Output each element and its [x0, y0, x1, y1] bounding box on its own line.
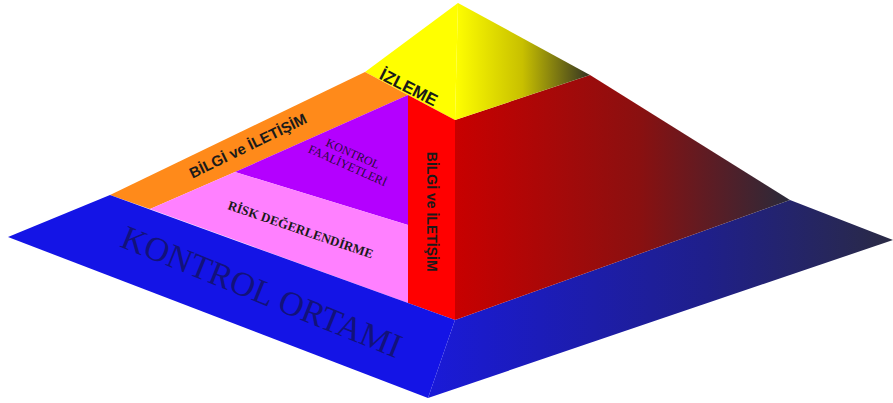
band-text: BİLGİ ve İLETİŞİM: [423, 152, 438, 272]
control-environment-band: [8, 195, 455, 398]
information-strip-red: [408, 95, 455, 320]
top-right-yellow: [455, 3, 590, 120]
information-label: BİLGİ ve İLETİŞİM: [423, 152, 438, 272]
right-face-red: [455, 75, 790, 320]
